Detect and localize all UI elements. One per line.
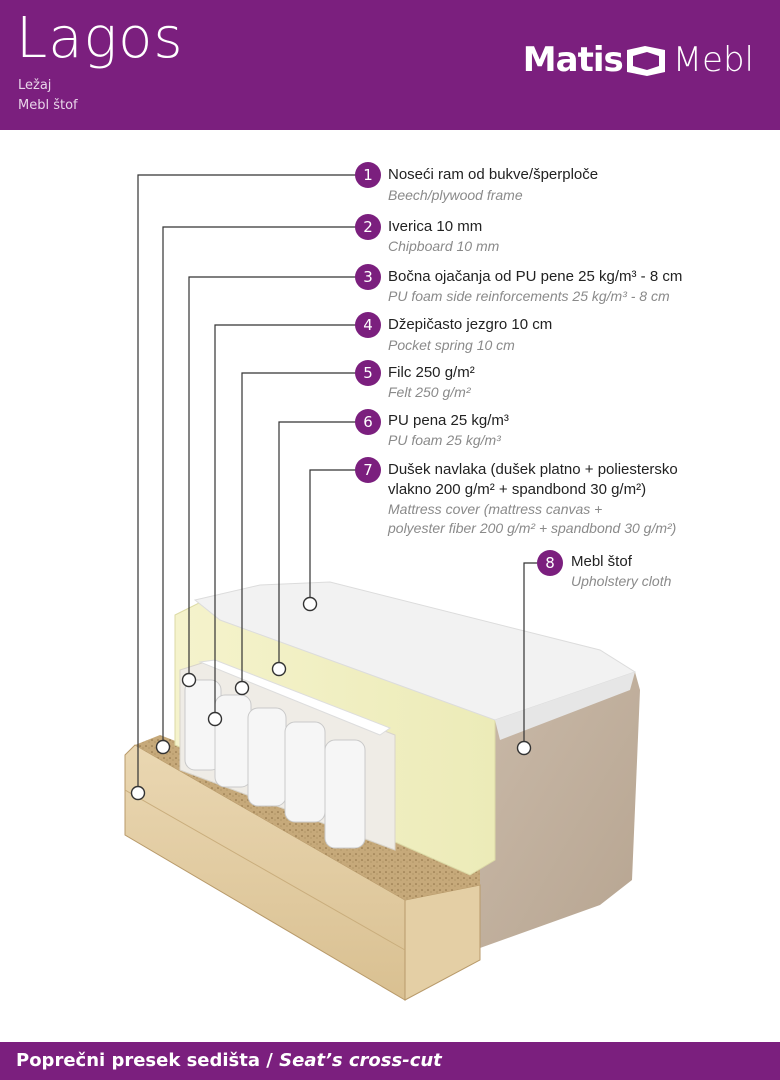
callout-label-frame-en: Beech/plywood frame xyxy=(388,187,523,203)
callout-label-pocket-spring: Džepičasto jezgro 10 cm xyxy=(388,316,553,333)
logo-text-matis: Matis xyxy=(522,40,624,80)
callout-label-side-reinforcement: Bočna ojačanja od PU pene 25 kg/m³ - 8 c… xyxy=(388,268,683,285)
footer-bar: Poprečni presek sedišta / Seat’s cross-c… xyxy=(0,1042,780,1080)
callout-label-pocket-spring-en: Pocket spring 10 cm xyxy=(388,337,515,353)
callout-label-chipboard-en: Chipboard 10 mm xyxy=(388,238,500,254)
callout-label-frame: Noseći ram od bukve/šperploče xyxy=(388,166,599,183)
callout-markers xyxy=(130,596,532,801)
cross-section-illustration xyxy=(124,174,640,1001)
leader-lines xyxy=(137,174,537,793)
footer-caption: Poprečni presek sedišta / Seat’s cross-c… xyxy=(16,1050,442,1071)
brand-logo: Matis Mebl xyxy=(523,40,754,80)
callout-label-mattress-cover-en-2: polyester fiber 200 g/m² + spandbond 30 … xyxy=(388,520,677,536)
pocket-springs xyxy=(184,679,366,849)
callout-badge-6: 6 xyxy=(355,409,381,435)
footer-caption-en: Seat’s cross-cut xyxy=(279,1050,442,1071)
callout-label-upholstery-en: Upholstery cloth xyxy=(571,573,672,589)
callout-label-pu-foam-en: PU foam 25 kg/m³ xyxy=(388,432,501,448)
logo-text-mebl: Mebl xyxy=(672,40,754,80)
wood-frame-side xyxy=(404,884,481,1001)
upholstery-cloth-side xyxy=(480,672,640,948)
callout-badge-8: 8 xyxy=(537,550,563,576)
callout-label-side-reinforcement-en: PU foam side reinforcements 25 kg/m³ - 8… xyxy=(388,288,670,304)
mattress-cover-top xyxy=(193,581,637,721)
callout-label-chipboard: Iverica 10 mm xyxy=(388,218,483,235)
product-subtitle-fabric: Mebl štof xyxy=(18,98,78,113)
footer-caption-sr: Poprečni presek sedišta / xyxy=(16,1050,280,1071)
product-title: Lagos xyxy=(16,6,184,71)
callout-badge-4: 4 xyxy=(355,312,381,338)
product-subtitle-type: Ležaj xyxy=(18,78,52,93)
callout-label-mattress-cover-en-1: Mattress cover (mattress canvas + xyxy=(388,501,603,517)
callout-label-felt-en: Felt 250 g/m² xyxy=(388,384,471,400)
callout-label-pu-foam: PU pena 25 kg/m³ xyxy=(388,412,509,429)
callout-badge-2: 2 xyxy=(355,214,381,240)
callout-badge-5: 5 xyxy=(355,360,381,386)
callout-label-mattress-cover-2: vlakno 200 g/m² + spandbond 30 g/m²) xyxy=(388,481,647,498)
callout-label-upholstery: Mebl štof xyxy=(571,553,632,570)
callout-badge-3: 3 xyxy=(355,264,381,290)
logo-sofa-icon xyxy=(626,46,665,76)
callout-label-felt: Filc 250 g/m² xyxy=(388,364,475,381)
callout-label-mattress-cover-1: Dušek navlaka (dušek platno + poliesters… xyxy=(388,461,678,478)
callout-badge-7: 7 xyxy=(355,457,381,483)
callout-badge-1: 1 xyxy=(355,162,381,188)
header-bar: Lagos Ležaj Mebl štof Matis Mebl xyxy=(0,0,780,130)
